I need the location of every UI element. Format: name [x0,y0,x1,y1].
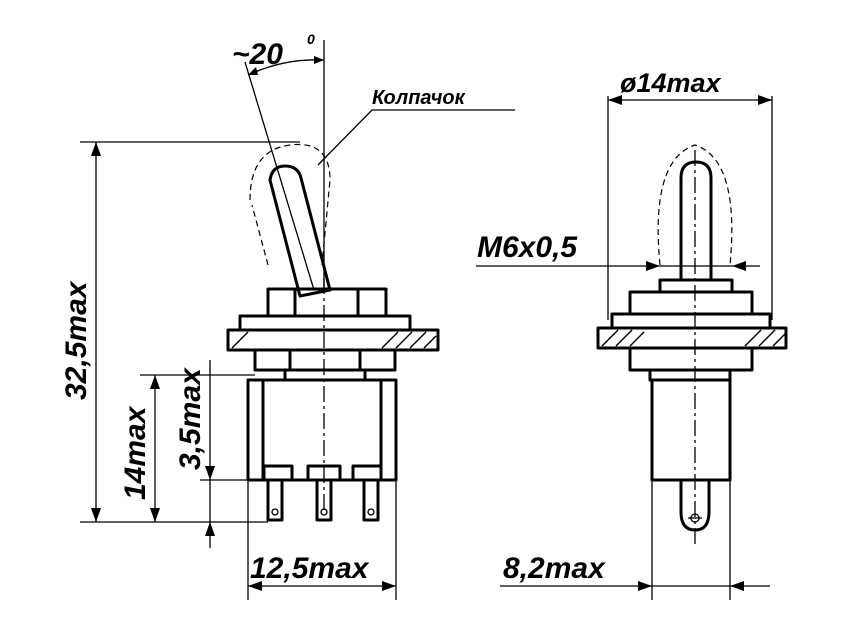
front-cap-phantom [249,143,331,266]
front-lever [268,164,332,298]
cap-diameter-label: ø14max [620,68,722,98]
thread-label: M6x0,5 [477,231,578,264]
front-terminal [266,478,284,522]
side-thread [658,278,734,294]
side-width-label: 8,2max [503,552,606,585]
front-nut [266,287,388,318]
body-height-label: 14max [119,405,152,500]
cap-label: Колпачок [372,87,466,109]
front-washer [238,314,412,332]
side-lever [679,160,713,282]
side-body [650,378,732,482]
overall-height-label: 32,5max [60,280,93,400]
front-panel [226,328,440,352]
front-lower-nut [253,348,397,372]
front-view [80,40,515,600]
terminal-length-label: 3,5max [174,367,207,470]
angle-unit-label: 0 [307,31,315,47]
front-terminal [362,478,380,522]
side-cap-phantom [657,144,733,266]
body-width-label: 12,5max [250,552,370,585]
side-panel [596,326,788,350]
side-view [476,95,788,600]
angle-label: ~20 [232,38,283,71]
